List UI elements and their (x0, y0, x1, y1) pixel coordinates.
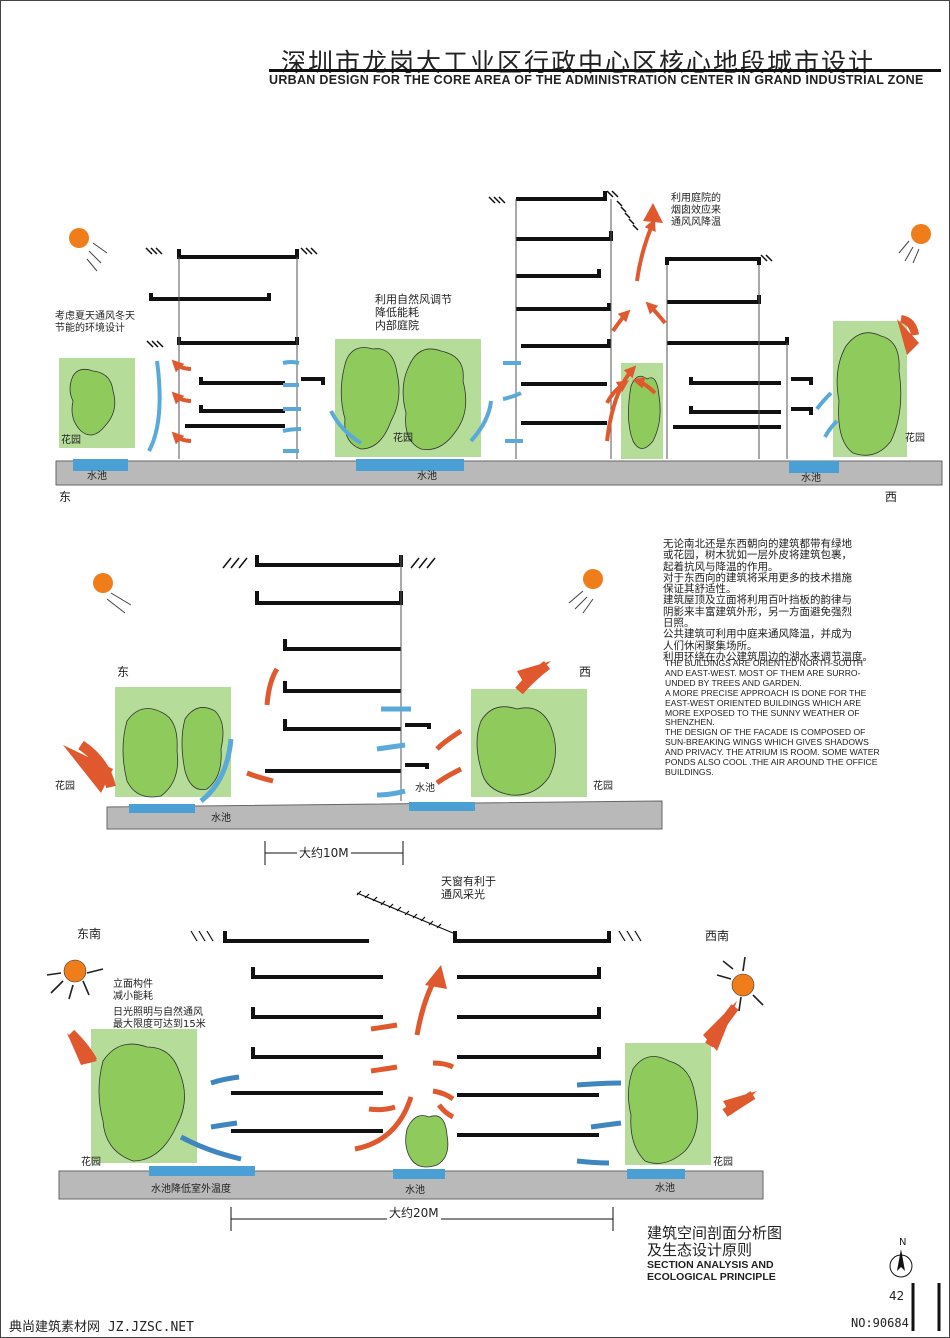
louvers-1b (488, 190, 773, 262)
skylight (190, 890, 642, 942)
sun-2b (568, 569, 603, 614)
tree-1a (69, 368, 116, 436)
pool-label: 水池 (801, 473, 821, 484)
pool-label: 水池 (211, 813, 231, 824)
section-2 (63, 555, 663, 865)
sun-1a (69, 228, 108, 272)
north-label: N (899, 1237, 907, 1248)
cool-arrows-3 (179, 1074, 622, 1166)
tree-3a (98, 1043, 185, 1162)
louvers-1a (145, 247, 318, 348)
section-1 (55, 190, 943, 486)
sun-2a (93, 573, 132, 614)
garden-label: 花园 (713, 1157, 733, 1168)
title-en: URBAN DESIGN FOR THE CORE AREA OF THE AD… (269, 73, 924, 87)
pool-label: 水池 (655, 1183, 675, 1194)
garden-label: 花园 (593, 781, 613, 792)
sun-3a (46, 959, 104, 1000)
pool-1b (356, 459, 464, 471)
note-chimney-effect: 利用庭院的烟囱效应来通风风降温 (671, 193, 721, 228)
warm-arrows-3 (354, 977, 455, 1152)
building-3 (223, 931, 611, 1137)
tree-1e (836, 332, 902, 456)
pool-label: 水池 (415, 783, 435, 794)
note-skylight: 天窗有利于通风采光 (441, 875, 496, 901)
sun-3b (716, 956, 764, 1012)
page-number: 42 (889, 1289, 905, 1303)
garden-label: 花园 (81, 1157, 101, 1168)
building-1b (516, 191, 813, 429)
note-daylight: 日光照明与自然通风最大限度可达到15米 (113, 1007, 206, 1030)
note-ventilation: 考虑夏天通风冬天节能的环境设计 (55, 311, 135, 334)
warm-arrows-2 (246, 667, 463, 786)
tree-2b (181, 707, 224, 790)
building-1a (149, 249, 325, 428)
tree-1b (340, 347, 400, 450)
pool-3c (627, 1169, 685, 1179)
pool-2b (409, 802, 475, 811)
section-title-cn: 建筑空间剖面分析图及生态设计原则 (647, 1224, 783, 1259)
direction-east: 东 (59, 490, 72, 504)
direction-southeast: 东南 (77, 927, 102, 941)
direction-west: 西 (885, 490, 898, 504)
direction-east: 东 (117, 665, 130, 679)
note-facade: 立面构件减小能耗 (113, 979, 153, 1002)
direction-west: 西 (579, 665, 592, 679)
building-2 (255, 555, 431, 773)
pool-3a (149, 1166, 255, 1176)
cool-arrows-1 (147, 360, 839, 454)
pool-2a (129, 804, 195, 813)
dimension-10m: 大约10M (297, 846, 351, 860)
tree-1c (402, 348, 467, 450)
north-arrow (889, 1249, 913, 1278)
pool-label: 水池 (405, 1185, 425, 1196)
tree-2a (122, 708, 179, 798)
garden-label: 花园 (55, 781, 75, 792)
watermark-left: 典尚建筑素材网 JZ.JZSC.NET (9, 1320, 194, 1335)
direction-southwest: 西南 (705, 929, 730, 943)
pool-label: 水池降低室外温度 (151, 1184, 231, 1195)
tree-2c (476, 706, 556, 796)
title-cn: 深圳市龙岗大工业区行政中心区核心地段城市设计 (281, 48, 876, 77)
ground-2 (106, 800, 663, 830)
note-natural-wind: 利用自然风调节降低能耗内部庭院 (375, 293, 452, 332)
sun-1b (898, 224, 931, 264)
tree-3c (405, 1115, 449, 1168)
garden-label: 花园 (393, 433, 413, 444)
tree-3b (628, 1056, 698, 1164)
warm-arrows-1 (171, 218, 667, 445)
title-rule (269, 69, 941, 72)
pool-1a (73, 459, 128, 471)
pool-3b (393, 1169, 445, 1179)
garden-label: 花园 (61, 435, 81, 446)
pool-label: 水池 (87, 471, 107, 482)
garden-label: 花园 (905, 433, 925, 444)
pool-1c (789, 461, 839, 473)
notes-cn: 无论南北还是东西朝向的建筑都带有绿地或花园，树木犹如一层外皮将建筑包裹，起着抗风… (663, 538, 873, 663)
pool-label: 水池 (417, 471, 437, 482)
cool-arrows-2 (199, 706, 412, 803)
section-3 (46, 890, 764, 1231)
watermark-right: NO:90684 (851, 1316, 909, 1330)
dimension-20m: 大约20M (387, 1206, 441, 1220)
louvers-2 (222, 557, 436, 569)
